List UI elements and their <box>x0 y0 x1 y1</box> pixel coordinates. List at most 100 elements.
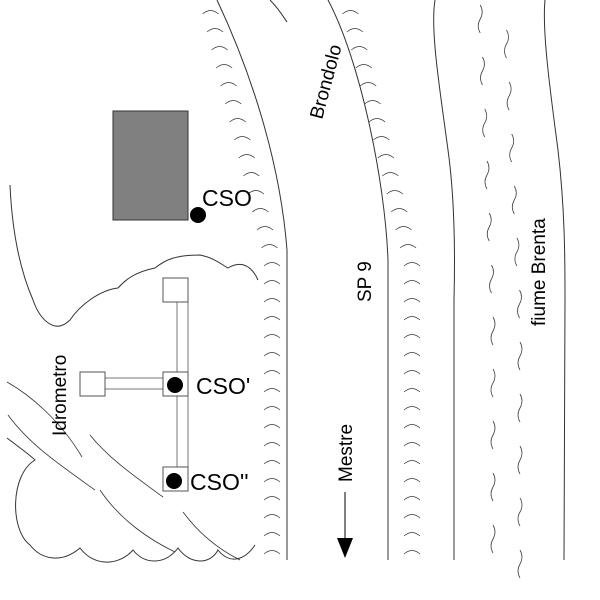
wave-mark <box>490 420 496 450</box>
hatch-mark <box>403 550 421 555</box>
cso-prime-marker <box>167 377 183 393</box>
hatch-mark <box>252 208 269 213</box>
brondolo-canal-line <box>269 0 288 23</box>
hatch-mark <box>263 334 281 339</box>
hatch-mark <box>342 10 359 15</box>
hatch-mark <box>403 442 421 447</box>
hatch-mark <box>263 550 281 555</box>
hatch-mark <box>263 352 281 357</box>
hatch-mark <box>382 172 399 177</box>
idrometro-gauge <box>79 371 106 397</box>
wave-mark <box>514 237 520 267</box>
hatch-mark <box>403 406 421 411</box>
sp9-label: SP 9 <box>355 261 376 302</box>
hatch-mark <box>263 442 281 447</box>
upper-cloud-outline <box>32 254 259 327</box>
hatch-mark <box>346 28 364 33</box>
pipe-top-chamber <box>162 277 189 303</box>
cso-prime-label: CSO' <box>196 373 250 399</box>
cso-label: CSO <box>202 185 252 211</box>
hatch-mark <box>206 28 224 33</box>
wave-mark <box>511 185 517 215</box>
hatch-mark <box>211 46 228 51</box>
wave-mark <box>517 289 522 319</box>
hatch-mark <box>403 532 421 537</box>
river-left-bank <box>433 0 455 560</box>
hatch-mark <box>220 82 237 87</box>
hatch-mark <box>377 154 395 159</box>
hatch-mark <box>247 190 265 195</box>
hatch-mark <box>403 478 421 483</box>
idrometro-label: Idrometro <box>50 355 71 436</box>
hatch-mark <box>395 226 412 231</box>
hatch-mark <box>403 316 421 321</box>
brondolo-label: Brondolo <box>307 42 347 121</box>
hatch-mark <box>263 424 281 429</box>
hatch-mark <box>399 244 417 249</box>
hatch-mark <box>403 424 421 429</box>
hatch-mark <box>368 118 386 123</box>
hatch-mark <box>263 370 281 375</box>
mestre-arrow-head <box>337 538 353 558</box>
wave-mark <box>490 368 496 398</box>
hatch-mark <box>263 406 281 411</box>
wave-mark <box>490 316 496 346</box>
cso-double-prime-label: CSO'' <box>190 469 249 495</box>
left-boundary-curve <box>9 184 34 301</box>
hatch-mark <box>403 388 421 393</box>
hatch-mark <box>403 370 421 375</box>
hatch-mark <box>224 100 242 105</box>
embankment-curve <box>216 0 288 560</box>
hatch-mark <box>403 352 421 357</box>
road-right-edge <box>327 0 389 560</box>
wave-mark <box>490 472 496 502</box>
hatch-mark <box>390 208 408 213</box>
terrain-line-1 <box>6 381 83 458</box>
wave-mark <box>506 81 512 111</box>
terrain-line-3 <box>89 434 164 498</box>
hatch-mark <box>263 496 281 501</box>
hatch-mark <box>364 100 381 105</box>
hatch-mark <box>386 190 404 195</box>
hatch-mark <box>403 262 421 267</box>
wave-mark <box>486 212 492 242</box>
hatch-mark <box>403 280 421 285</box>
hatch-mark <box>403 460 421 465</box>
hatch-mark <box>215 64 233 69</box>
hatch-mark <box>373 136 390 141</box>
terrain-line-4 <box>99 489 176 553</box>
hatch-mark <box>403 496 421 501</box>
pipe-horizontal <box>104 377 166 390</box>
wave-mark <box>517 341 523 371</box>
shaded-building <box>112 110 189 221</box>
fiume-brenta-label: fiume Brenta <box>529 218 550 326</box>
hatch-mark <box>355 64 373 69</box>
wave-mark <box>517 393 523 423</box>
hatch-mark <box>351 46 368 51</box>
hatch-mark <box>256 226 274 231</box>
hatch-mark <box>263 514 281 519</box>
hatch-mark <box>403 334 421 339</box>
hatch-mark <box>263 388 281 393</box>
wave-mark <box>517 549 523 579</box>
hatch-mark <box>234 136 251 141</box>
river-right-bank <box>543 0 566 561</box>
lower-cloud-outline <box>6 437 256 563</box>
wave-mark <box>489 264 494 294</box>
hatch-mark <box>263 298 281 303</box>
mestre-label: Mestre <box>336 424 357 482</box>
hatch-mark <box>263 262 281 267</box>
wave-mark <box>477 4 483 34</box>
wave-mark <box>480 56 485 86</box>
embankment-hatches <box>202 10 421 555</box>
hatch-mark <box>229 118 246 123</box>
cso-double-prime-marker <box>166 473 182 489</box>
wave-mark <box>490 524 496 554</box>
hatch-mark <box>263 478 281 483</box>
wave-mark <box>484 160 490 190</box>
river-waves <box>477 4 523 579</box>
hatch-mark <box>261 244 278 249</box>
hatch-mark <box>263 280 281 285</box>
wave-mark <box>482 108 488 138</box>
